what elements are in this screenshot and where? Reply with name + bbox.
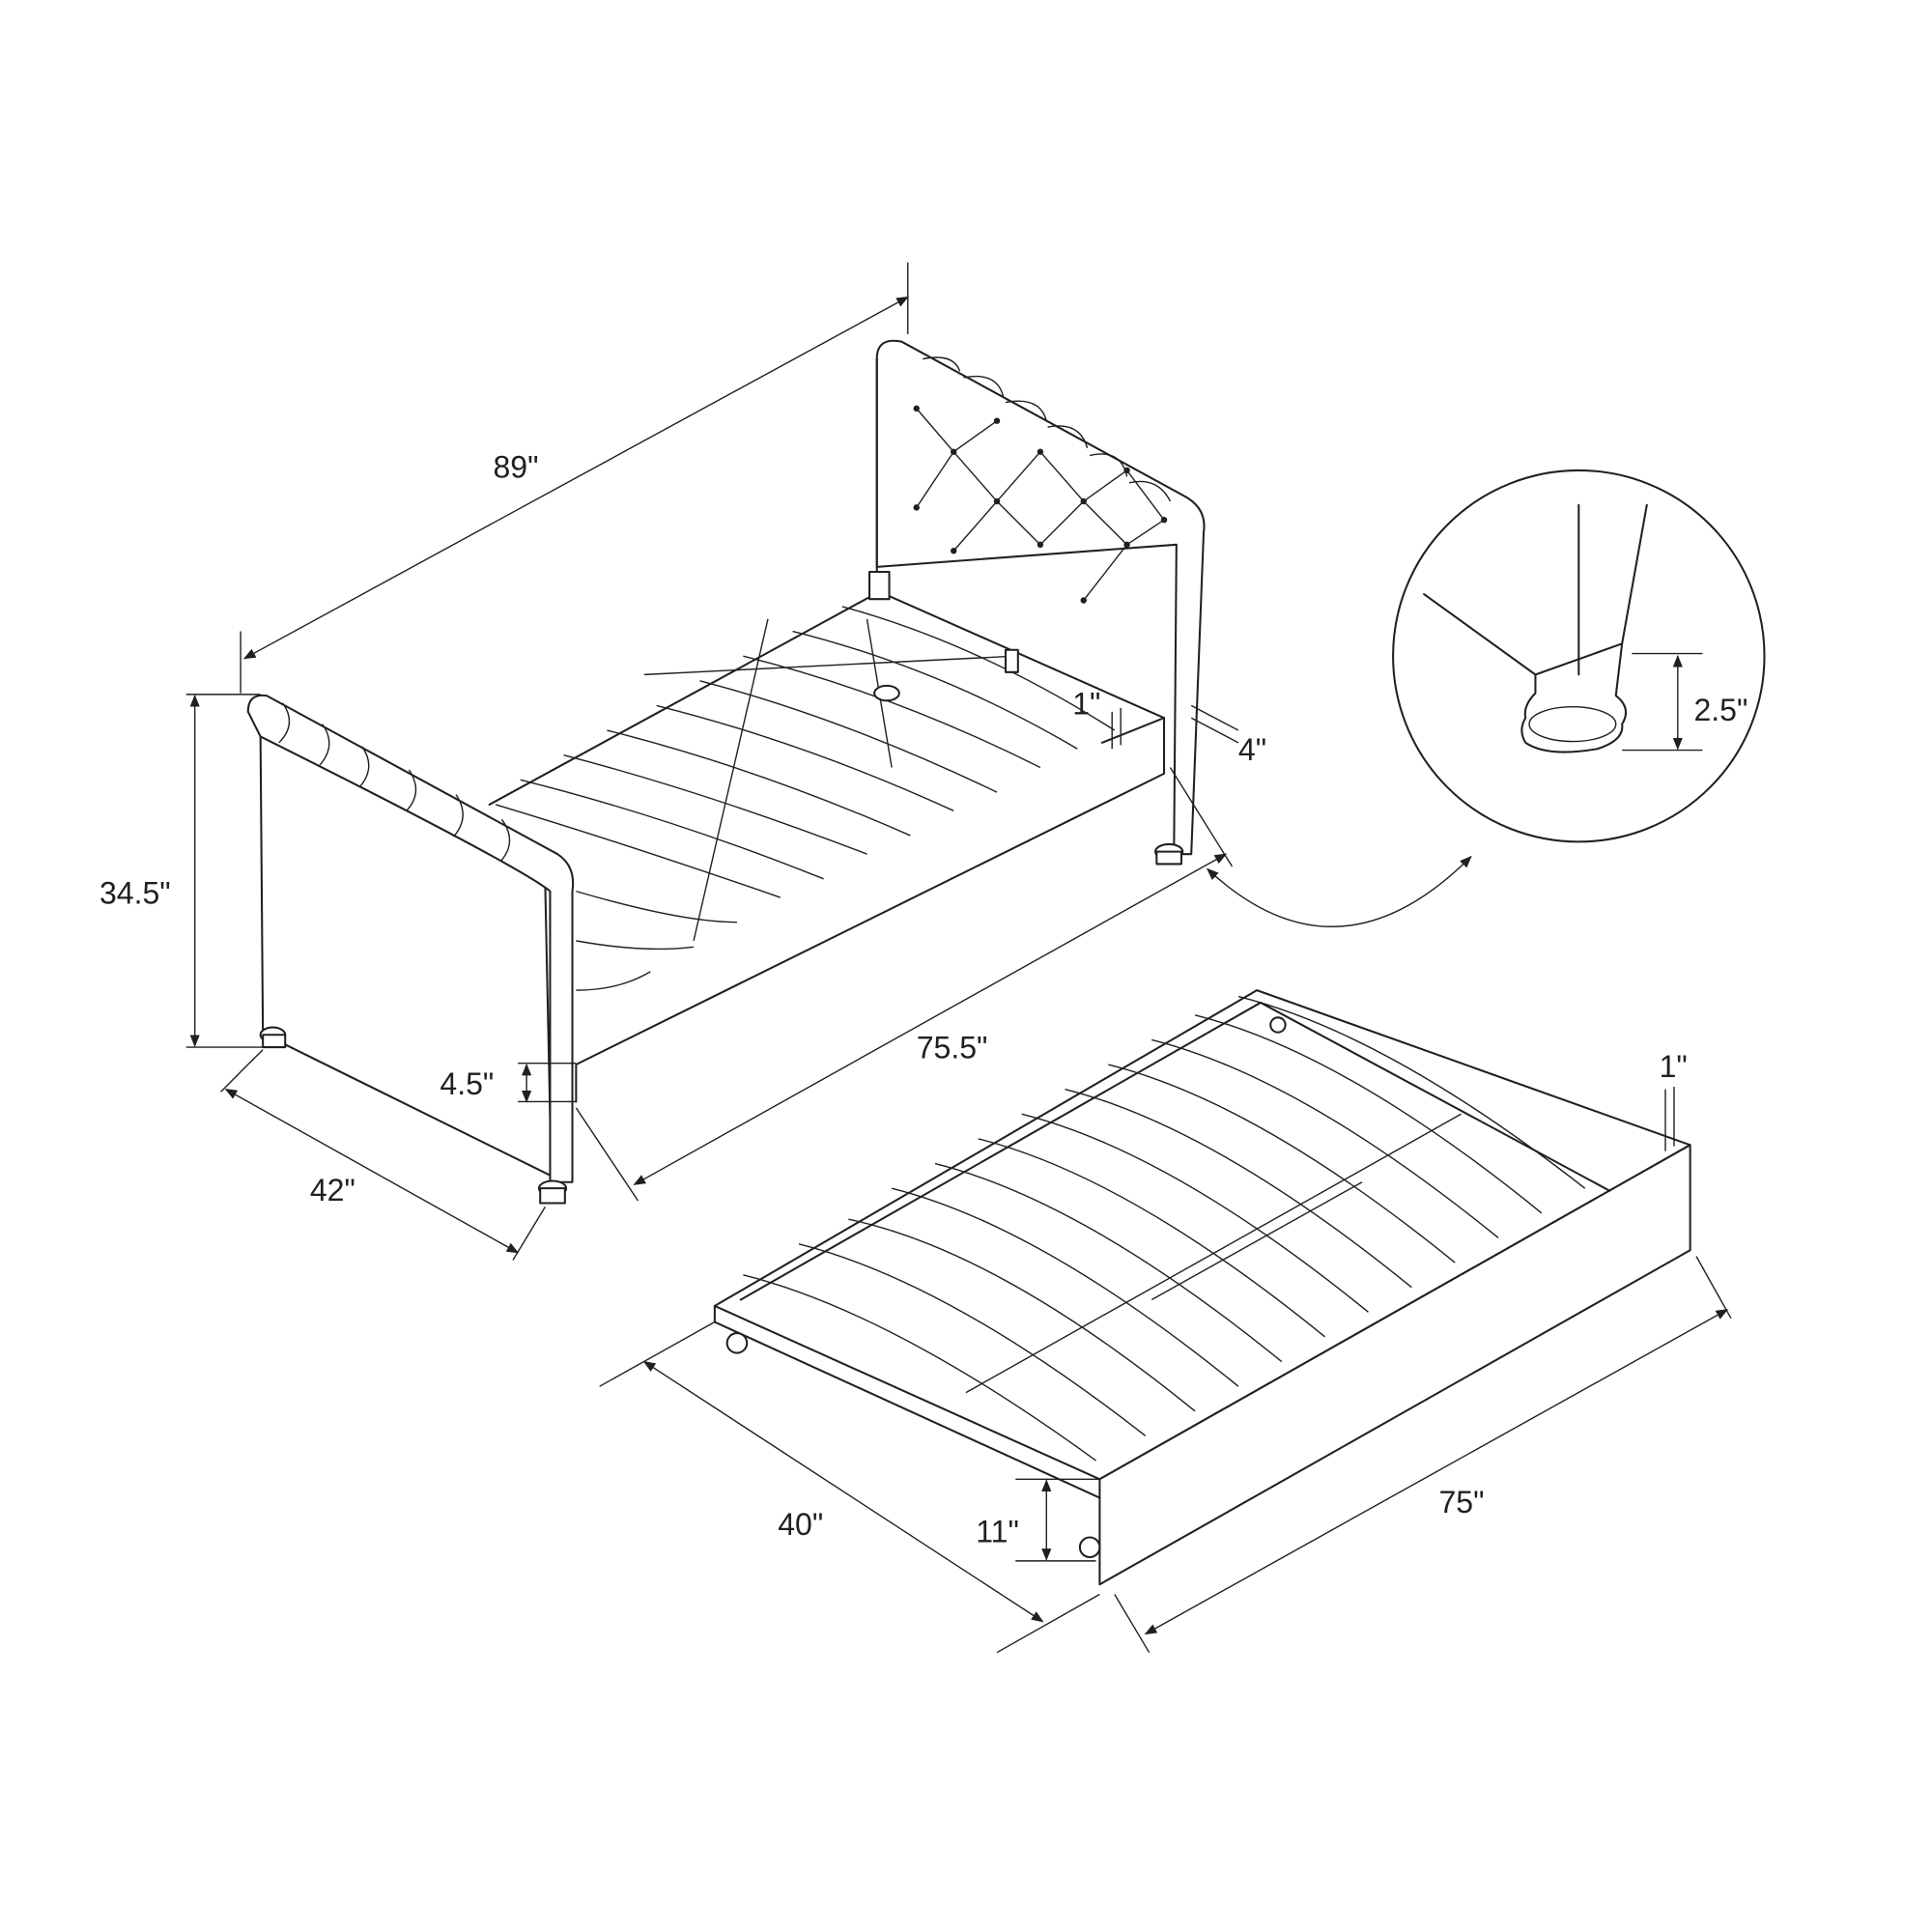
tufting-buttons [913, 405, 1168, 604]
dim-overall-length: 89" [494, 450, 539, 485]
dim-foot-height: 2.5" [1693, 693, 1747, 727]
daybed-drawing [246, 339, 1206, 1205]
dim-leg-height: 4" [1238, 732, 1266, 767]
dim-trundle-height: 11" [976, 1515, 1019, 1549]
dim-rail-height: 4.5" [440, 1066, 494, 1101]
dim-height: 34.5" [99, 875, 171, 910]
footboard [246, 694, 575, 1205]
bed-slats [488, 570, 1166, 1103]
dim-daybed-slat-thickness: 1" [1072, 686, 1100, 721]
trundle-drawing [713, 989, 1691, 1586]
dim-trundle-width: 40" [778, 1507, 823, 1542]
trundle-slats [743, 995, 1586, 1462]
dim-inner-length: 75.5" [917, 1031, 988, 1065]
daybed-dimensions: 89" 34.5" 42" 4.5" 75.5" 1" 4" [99, 262, 1266, 1261]
callout-arrow [1206, 855, 1472, 927]
dim-width: 42" [310, 1173, 355, 1207]
trundle-dimensions: 1" 40" 11" 75" [599, 1049, 1732, 1654]
headboard [875, 339, 1206, 866]
leg-detail-callout: 2.5" [1206, 469, 1766, 927]
dim-trundle-slat-thickness: 1" [1660, 1049, 1688, 1084]
dim-trundle-length: 75" [1438, 1485, 1484, 1519]
